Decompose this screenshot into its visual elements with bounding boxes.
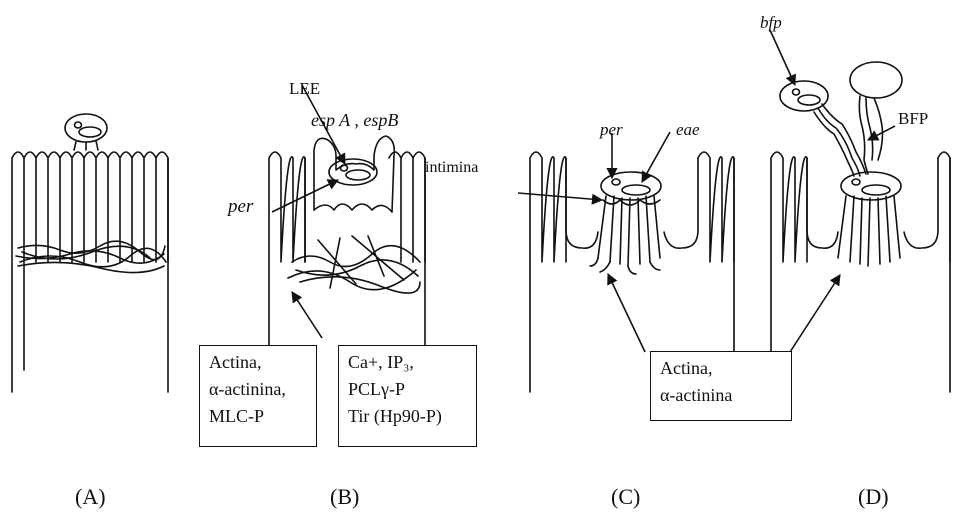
panel-d-cell — [771, 152, 950, 392]
box-signaling-line-1: Ca+, IP₃, — [348, 349, 467, 376]
box-actin-cd-line-2: α-actinina — [660, 382, 782, 409]
label-per-c: per — [600, 121, 623, 138]
label-BFP: BFP — [898, 110, 928, 127]
arrow-bfp-gene — [770, 30, 795, 85]
box-signaling-line-2: PCLγ-P — [348, 376, 467, 403]
label-intimina: intimina — [425, 160, 478, 176]
panel-label-a: (A) — [75, 486, 106, 508]
box-actin-b-line-3: MLC-P — [209, 403, 307, 430]
arrow-eae — [642, 132, 670, 182]
panel-label-b: (B) — [330, 486, 359, 508]
panel-c-bacterium — [601, 172, 661, 205]
label-lee: LEE — [289, 80, 320, 97]
box-actin-b: Actina, α-actinina, MLC-P — [199, 345, 317, 447]
box-actin-cd-line-1: Actina, — [660, 355, 782, 382]
panel-label-c: (C) — [611, 486, 640, 508]
panel-label-d: (D) — [858, 486, 889, 508]
arrow-actin-b — [292, 292, 322, 338]
box-actin-b-line-1: Actina, — [209, 349, 307, 376]
label-bfp-gene: bfp — [760, 14, 782, 31]
label-esp-genes: esp A , espB — [311, 111, 398, 129]
panel-a-cell — [12, 152, 168, 392]
label-per-b: per — [228, 197, 253, 216]
arrow-actin-c — [608, 274, 645, 352]
box-actin-cd: Actina, α-actinina — [650, 351, 792, 421]
box-signaling: Ca+, IP₃, PCLγ-P Tir (Hp90-P) — [338, 345, 477, 447]
label-eae: eae — [676, 121, 700, 138]
panel-a-bacterium — [65, 114, 107, 150]
box-actin-b-line-2: α-actinina, — [209, 376, 307, 403]
box-signaling-line-3: Tir (Hp90-P) — [348, 403, 467, 430]
arrow-actin-d — [790, 275, 840, 352]
